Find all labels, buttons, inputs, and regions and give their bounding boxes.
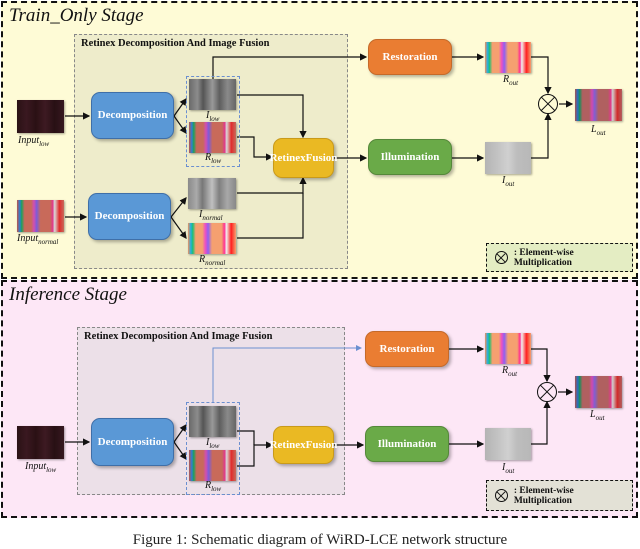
decomposition-block-top: Decomposition [91, 92, 174, 139]
r-normal-image [188, 223, 236, 254]
r-out-image [485, 42, 531, 73]
infer-multiply-symbol-icon [495, 489, 508, 502]
input-low-image [17, 100, 64, 133]
l-out-label: Lout [591, 124, 606, 137]
decomposition-block-bottom: Decomposition [88, 193, 171, 240]
i-out-image [485, 142, 531, 174]
legend-box: : Element-wise Multiplication [486, 243, 633, 272]
multiply-operator [538, 94, 558, 114]
infer-decomposition-block: Decomposition [91, 418, 174, 466]
i-normal-image [188, 178, 236, 209]
infer-r-out-label: Rout [502, 365, 518, 378]
input-normal-label: Inputnormal [17, 233, 59, 246]
infer-i-low-label: Ilow [206, 437, 220, 450]
infer-legend-box: : Element-wise Multiplication [486, 480, 633, 511]
restoration-block: Restoration [368, 39, 452, 75]
infer-r-low-image [189, 450, 236, 481]
figure-caption: Figure 1: Schematic diagram of WiRD-LCE … [132, 532, 508, 548]
i-low-label: Ilow [206, 110, 220, 123]
r-out-label: Rout [503, 74, 519, 87]
infer-i-out-label: Iout [502, 462, 515, 475]
input-normal-image [17, 200, 64, 232]
train-group-title: Retinex Decomposition And Image Fusion [81, 38, 270, 49]
multiply-symbol-icon [495, 251, 508, 264]
train-stage-title: Train_Only Stage [9, 5, 144, 26]
infer-i-low-image [189, 406, 236, 437]
i-normal-label: Inormal [199, 209, 223, 222]
input-low-label: Inputlow [18, 135, 50, 148]
infer-multiply-operator [537, 382, 557, 402]
infer-legend-text: : Element-wise Multiplication [513, 485, 574, 506]
i-out-label: Iout [502, 175, 515, 188]
r-low-label: Rlow [205, 152, 222, 165]
infer-r-out-image [485, 333, 531, 364]
inference-stage-title: Inference Stage [9, 284, 127, 305]
i-low-image [189, 79, 236, 110]
infer-l-out-label: Lout [590, 409, 605, 422]
legend-text: : Element-wise Multiplication [513, 247, 574, 268]
inference-group-title: Retinex Decomposition And Image Fusion [84, 331, 273, 342]
r-normal-label: Rnormal [199, 254, 226, 267]
infer-input-low-label: Inputlow [25, 461, 57, 474]
infer-restoration-block: Restoration [365, 331, 449, 367]
infer-low-components-selection [186, 402, 240, 495]
infer-l-out-image [575, 376, 622, 408]
low-components-selection [186, 76, 240, 167]
infer-input-low-image [17, 426, 64, 459]
infer-r-low-label: Rlow [205, 480, 222, 493]
r-low-image [189, 122, 236, 153]
infer-i-out-image [485, 428, 531, 460]
infer-illumination-block: Illumination [365, 426, 449, 462]
l-out-image [575, 89, 622, 121]
illumination-block: Illumination [368, 139, 452, 175]
